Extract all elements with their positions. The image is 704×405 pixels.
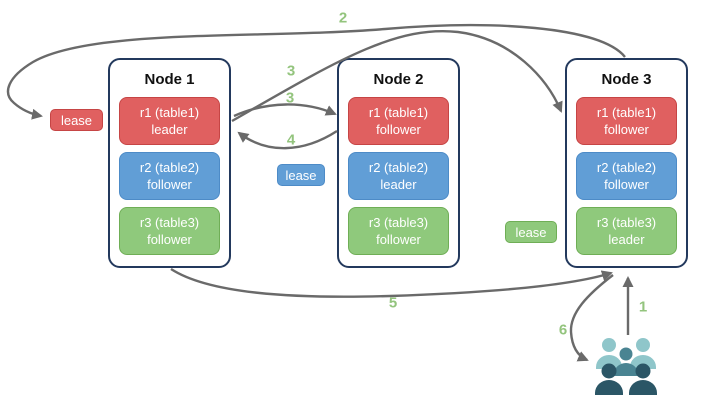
node-1-replica-r3: r3 (table3) follower <box>119 207 220 255</box>
arrow-label-step1: 1 <box>638 298 648 316</box>
node-1-box: Node 1 r1 (table1) leader r2 (table2) fo… <box>108 58 231 268</box>
replica-role: follower <box>147 232 192 247</box>
user-front-right <box>629 363 657 395</box>
node-3-replica-r3: r3 (table3) leader <box>576 207 677 255</box>
replica-role: follower <box>376 122 421 137</box>
arrow-label-step4: 4 <box>286 131 296 149</box>
node-3-box: Node 3 r1 (table1) follower r2 (table2) … <box>565 58 688 268</box>
node-1-replica-r1: r1 (table1) leader <box>119 97 220 145</box>
replica-name: r2 (table2) <box>596 159 657 175</box>
lease-tag-table2: lease <box>277 164 325 186</box>
lease-tag-table3: lease <box>505 221 557 243</box>
node-1-title: Node 1 <box>144 71 195 88</box>
node-3-title: Node 3 <box>601 71 652 88</box>
node-1-replica-r2: r2 (table2) follower <box>119 152 220 200</box>
replica-name: r3 (table3) <box>368 214 429 230</box>
node-2-replica-r1: r1 (table1) follower <box>348 97 449 145</box>
node-2-replica-r2: r2 (table2) leader <box>348 152 449 200</box>
replica-name: r2 (table2) <box>368 159 429 175</box>
replica-name: r3 (table3) <box>139 214 200 230</box>
arrow-step2-node3-to-lease1 <box>6 24 626 120</box>
replica-role: follower <box>604 177 649 192</box>
replica-name: r2 (table2) <box>139 159 200 175</box>
replica-role: follower <box>147 177 192 192</box>
node-2-box: Node 2 r1 (table1) follower r2 (table2) … <box>337 58 460 268</box>
node-2-title: Node 2 <box>373 71 424 88</box>
arrow-label-step6: 6 <box>558 321 568 339</box>
node-2-replica-r3: r3 (table3) follower <box>348 207 449 255</box>
replica-role: follower <box>376 232 421 247</box>
node-3-replica-r1: r1 (table1) follower <box>576 97 677 145</box>
users-group-icon <box>595 338 657 395</box>
user-front-left <box>595 363 623 395</box>
replica-role: follower <box>604 122 649 137</box>
arrow-label-step3a: 3 <box>286 62 296 80</box>
user-middle <box>614 347 638 376</box>
replica-name: r1 (table1) <box>596 104 657 120</box>
arrow-label-step3b: 3 <box>285 89 295 107</box>
arrow-step5-node1-to-node3 <box>170 267 613 298</box>
arrow-step3-node1-to-node2 <box>233 103 337 118</box>
replica-role: leader <box>380 177 417 192</box>
replica-name: r3 (table3) <box>596 214 657 230</box>
replica-name: r1 (table1) <box>139 104 200 120</box>
node-3-replica-r2: r2 (table2) follower <box>576 152 677 200</box>
replica-name: r1 (table1) <box>368 104 429 120</box>
user-back-right <box>630 338 656 369</box>
replica-role: leader <box>608 232 645 247</box>
lease-tag-table1: lease <box>50 109 103 131</box>
arrow-label-step2: 2 <box>338 9 348 27</box>
arrow-label-step5: 5 <box>388 294 398 312</box>
replica-role: leader <box>151 122 188 137</box>
